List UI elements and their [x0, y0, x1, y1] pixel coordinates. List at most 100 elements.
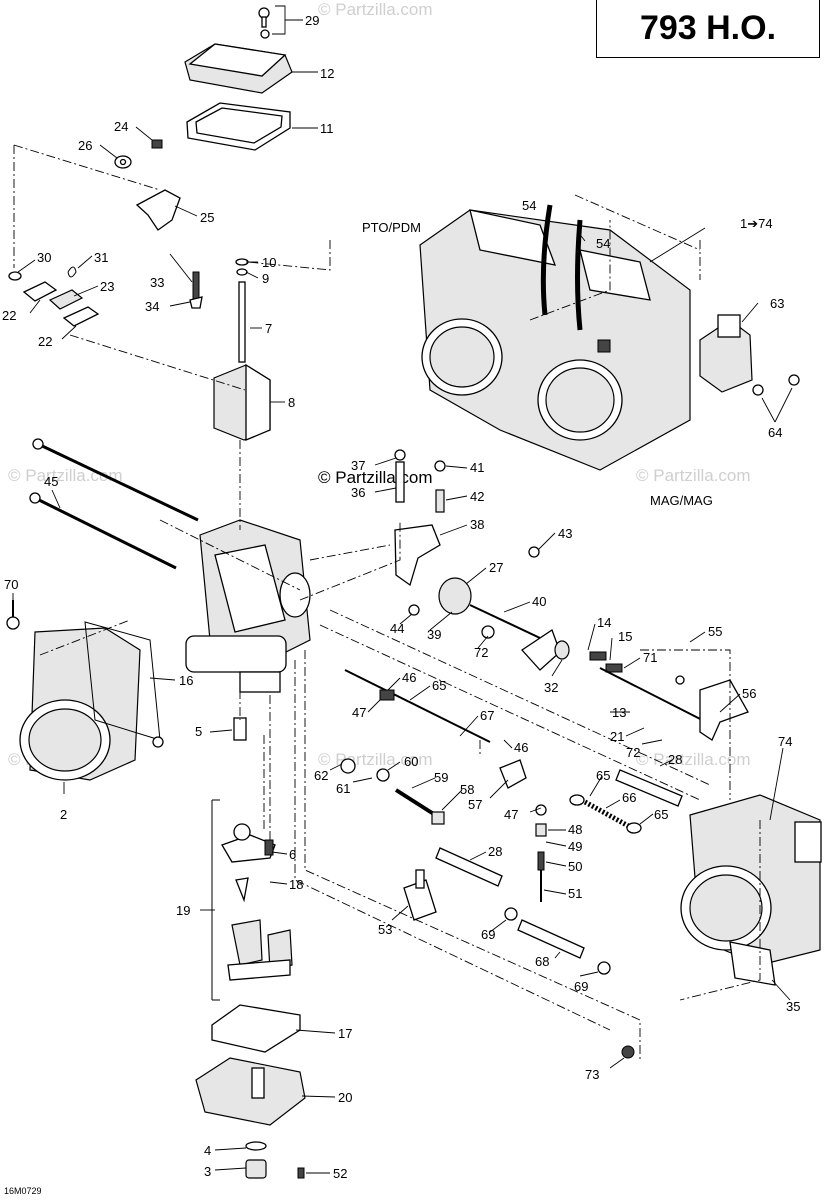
callout: 18: [289, 877, 303, 892]
view-label-mag: MAG/MAG: [650, 493, 713, 508]
part-top-cover: [184, 43, 293, 94]
view-label-pto: PTO/PDM: [362, 220, 421, 235]
callout: 39: [427, 627, 441, 642]
callout: 25: [200, 210, 214, 225]
part-throttle-lever: [521, 629, 623, 673]
part-throttle-slide: [213, 363, 271, 441]
part-washer: [114, 155, 132, 169]
callout: 65: [432, 678, 446, 693]
callout: 14: [597, 615, 611, 630]
callout: 22: [2, 308, 16, 323]
callout: 58: [460, 782, 474, 797]
callout: 48: [568, 822, 582, 837]
part-bracket: [394, 524, 441, 587]
callout: 22: [38, 334, 52, 349]
callout: 4: [204, 1143, 211, 1158]
callout: 15: [618, 629, 632, 644]
callout: 72: [474, 645, 488, 660]
callout: 63: [770, 296, 784, 311]
callout: 46: [514, 740, 528, 755]
part-needle-parts: [189, 258, 249, 363]
part-throttle-spring: [408, 577, 541, 639]
callout: 60: [404, 754, 418, 769]
callout: 50: [568, 859, 582, 874]
part-choke-fitting: [403, 869, 437, 921]
callout: 11: [320, 121, 334, 136]
part-tps-sensor: [699, 314, 800, 396]
callout: 30: [37, 250, 51, 265]
callout: 69: [481, 927, 495, 942]
callout: 2: [60, 807, 67, 822]
callout: 35: [786, 999, 800, 1014]
callout: 12: [320, 66, 334, 81]
part-small-screw: [528, 546, 540, 558]
callout: 31: [94, 250, 108, 265]
part-spring-clip: [67, 266, 77, 278]
part-carburetor-assembly: [419, 204, 691, 471]
callout: 9: [262, 271, 269, 286]
callout: 24: [114, 119, 128, 134]
callout: 23: [100, 279, 114, 294]
callout: 56: [742, 686, 756, 701]
part-cover-screw: [258, 7, 270, 39]
part-cover-gasket: [186, 102, 291, 151]
callout: 26: [78, 138, 92, 153]
callout: 20: [338, 1090, 352, 1105]
callout: 46: [402, 670, 416, 685]
callout: 42: [470, 489, 484, 504]
callout: 47: [352, 705, 366, 720]
watermark: © Partzilla.com: [636, 750, 751, 769]
callout: 64: [768, 425, 782, 440]
part-gasket-frame: [84, 621, 164, 748]
callout: 68: [535, 954, 549, 969]
part-linkage-clip: [8, 271, 22, 281]
callout: 38: [470, 517, 484, 532]
part-float: [227, 919, 293, 981]
callout: 57: [468, 797, 482, 812]
callout: 61: [336, 781, 350, 796]
callout: 32: [544, 680, 558, 695]
callout: 13: [612, 705, 626, 720]
callout: 65: [596, 768, 610, 783]
callout: 74: [778, 734, 792, 749]
part-enrichener: [340, 758, 527, 825]
part-float-arm: [221, 823, 276, 903]
assembly-lines: [13, 144, 761, 1060]
callout: 67: [480, 708, 494, 723]
callout: 6: [289, 847, 296, 862]
callout: 41: [470, 460, 484, 475]
callout: 27: [489, 560, 503, 575]
callout: 8: [288, 395, 295, 410]
part-plug-screw: [6, 600, 20, 630]
callout: 70: [4, 577, 18, 592]
callout: 44: [390, 621, 404, 636]
callout: 28: [488, 844, 502, 859]
callout: 49: [568, 839, 582, 854]
drawing-code: 16M0729: [4, 1186, 42, 1196]
callout: 19: [176, 903, 190, 918]
callout: 10: [262, 255, 276, 270]
leader-lines: [12, 5, 793, 1174]
callout: 7: [265, 321, 272, 336]
callout: 71: [643, 650, 657, 665]
callout: 5: [195, 724, 202, 739]
callout: 43: [558, 526, 572, 541]
callout: 72: [626, 745, 640, 760]
part-link-plate: [22, 281, 100, 327]
part-long-screws: [29, 438, 199, 570]
callout: 33: [150, 275, 164, 290]
callout: 36: [351, 485, 365, 500]
callout: 54: [522, 198, 536, 213]
callout: 55: [708, 624, 722, 639]
callout: 17: [338, 1026, 352, 1041]
callout: 3: [204, 1164, 211, 1179]
callout: 73: [585, 1067, 599, 1082]
part-shafts: [344, 667, 713, 743]
callout: 40: [532, 594, 546, 609]
callout: 29: [305, 13, 319, 28]
callout: 21: [610, 729, 624, 744]
callout: 45: [44, 474, 58, 489]
part-intake-adaptor: [19, 627, 141, 781]
